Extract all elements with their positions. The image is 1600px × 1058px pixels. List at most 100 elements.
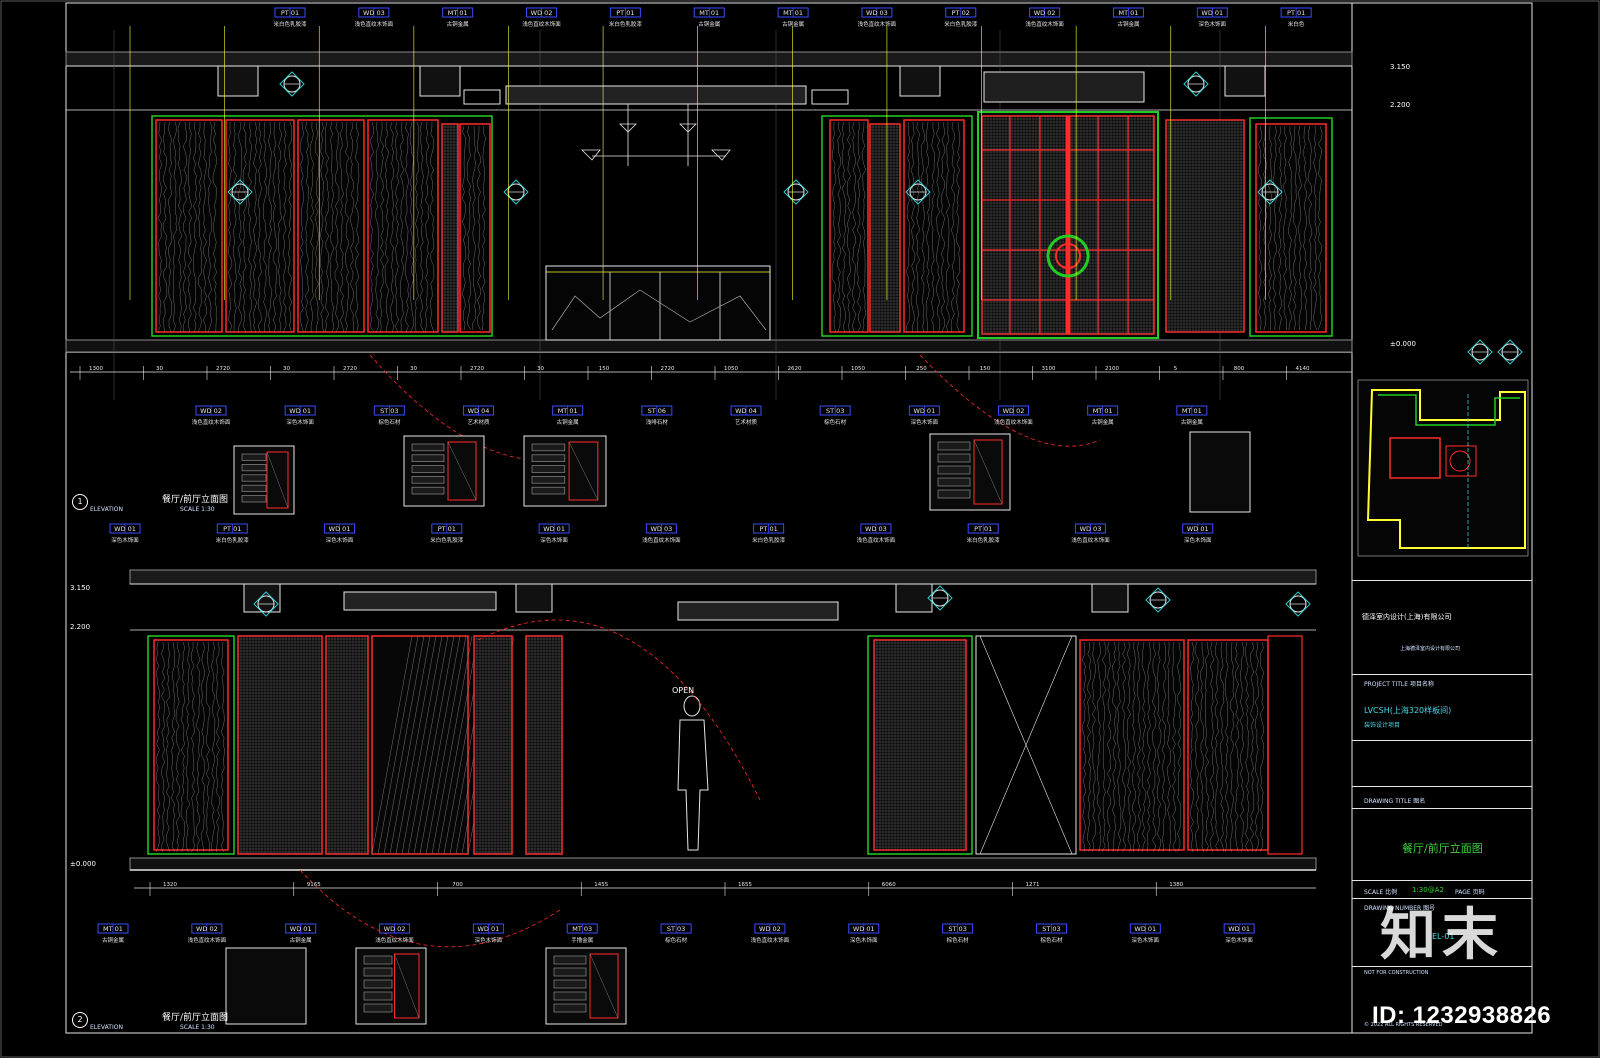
- wood-grain: [162, 121, 168, 333]
- vent-left: [463, 89, 501, 105]
- detail-block: [411, 476, 445, 484]
- tag-note: 深色木饰面: [286, 418, 314, 426]
- drawing-frame: [65, 2, 1533, 1034]
- wood-grain: [369, 121, 375, 333]
- wood-grain: [185, 641, 191, 853]
- wood-grain: [205, 641, 211, 853]
- section-detail: [233, 445, 295, 515]
- wood-panel: [367, 119, 439, 333]
- detail-block: [937, 441, 971, 451]
- section-symbol: [1497, 339, 1523, 365]
- tag-note: 米白色乳胶漆: [944, 20, 978, 28]
- door-swing: [919, 354, 1101, 447]
- tag-code: WD 01: [1228, 925, 1250, 933]
- tag-code: ST 03: [380, 407, 398, 415]
- wood-grain: [1317, 125, 1323, 331]
- section-symbol: [1285, 591, 1311, 617]
- wood-grain: [263, 121, 268, 333]
- section-diamond: [1257, 179, 1283, 205]
- tag-code: WD 03: [363, 9, 385, 17]
- dimension-text: 150: [599, 366, 610, 372]
- wood-grain: [1166, 641, 1172, 853]
- dimension-text: 2100: [1105, 366, 1119, 372]
- wood-grain: [429, 121, 435, 333]
- level-top-2: 3.150: [70, 584, 91, 592]
- tag-note: 棕色石材: [1040, 936, 1063, 944]
- detail-block: [411, 443, 445, 452]
- mirror-hatch: [401, 635, 443, 855]
- cornice-light-2: [343, 591, 497, 611]
- wood-grain: [247, 121, 253, 333]
- tag-note: 米白色乳胶漆: [273, 20, 307, 28]
- section-diamond: [503, 179, 529, 205]
- detail-hatch: [973, 439, 1003, 505]
- wood-grain: [1096, 641, 1102, 853]
- dimension-text-2: 1655: [738, 882, 752, 888]
- wood-grain: [930, 121, 935, 333]
- wood-grain: [1200, 642, 1205, 853]
- mirror-hatch: [383, 635, 425, 855]
- section-diamond: [253, 591, 279, 617]
- wood-grain: [1086, 641, 1092, 853]
- dimension-text: 1050: [724, 366, 738, 372]
- tag-note: 浅色直纹木饰面: [1071, 536, 1110, 544]
- section-diamond: [783, 179, 809, 205]
- tag-code: WD 02: [531, 9, 553, 17]
- edge-panel: [1267, 635, 1303, 855]
- human-figure: [677, 695, 709, 851]
- watermark-logo: 知末: [1380, 903, 1504, 968]
- section-diamond: [1183, 71, 1209, 97]
- wood-grain: [299, 121, 305, 333]
- dimension-text: 2720: [343, 366, 357, 372]
- dimension-text-2: 9165: [307, 882, 321, 888]
- wood-grain: [339, 121, 344, 333]
- wood-grain: [282, 121, 287, 333]
- section-detail: [929, 433, 1011, 511]
- wood-grain: [1267, 125, 1273, 331]
- dimension-text: 150: [980, 366, 991, 372]
- section-symbol: [227, 179, 253, 205]
- panel-frame-a: [147, 635, 235, 855]
- tag-note: 浅色直纹木饰面: [994, 418, 1033, 426]
- wood-grain: [237, 121, 243, 333]
- detail-cavity: [973, 439, 1003, 505]
- tag-note: 深色木饰面: [1225, 936, 1253, 944]
- wood-grain: [1116, 641, 1122, 853]
- wood-grain: [272, 121, 278, 333]
- tag-note: 浅色直纹木饰面: [642, 536, 681, 544]
- dimension-text: 2620: [788, 366, 802, 372]
- wood-grain: [309, 121, 315, 333]
- wood-grain: [956, 121, 961, 333]
- wood-grain: [334, 121, 340, 333]
- elevation-1-number: 1: [72, 494, 88, 510]
- tag-note: 米白色乳胶漆: [752, 536, 786, 544]
- sideboard: [545, 265, 771, 341]
- tag-code: PT 02: [952, 9, 970, 17]
- dimension-text: 4140: [1296, 366, 1310, 372]
- section-diamond: [927, 585, 953, 611]
- wood-grain: [945, 121, 950, 333]
- wood-grain: [277, 121, 283, 333]
- wood-panel: [297, 119, 365, 333]
- tag-code: PT 01: [1287, 9, 1305, 17]
- tag-code: PT 01: [223, 525, 241, 533]
- tag-code: WD 01: [913, 407, 935, 415]
- wood-grain: [1297, 125, 1302, 331]
- wood-grain: [304, 121, 309, 333]
- tag-note: 浅色直纹木饰面: [375, 936, 414, 944]
- wood-grain: [1259, 641, 1265, 853]
- tag-code: ST 03: [667, 925, 685, 933]
- soffit: [899, 65, 941, 97]
- tag-code: WD 02: [759, 925, 781, 933]
- tag-note: 浅啡石材: [646, 418, 669, 426]
